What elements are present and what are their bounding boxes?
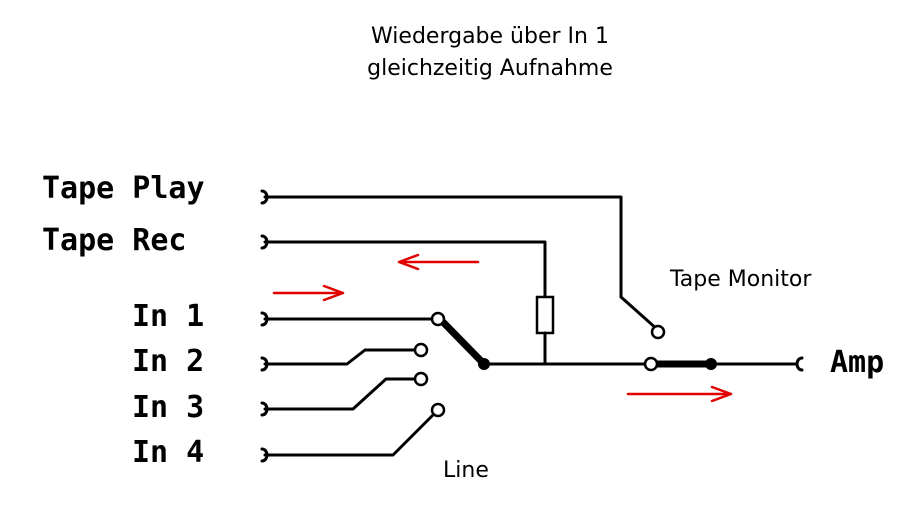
jack-amp <box>795 356 804 372</box>
wire-in2 <box>263 348 423 366</box>
contact-in2 <box>413 342 429 358</box>
label-tape-play: Tape Play <box>42 171 205 206</box>
arrow-right-in1 <box>272 284 345 302</box>
jack-in1 <box>260 311 269 327</box>
label-tape-rec: Tape Rec <box>42 223 187 258</box>
wire-in3 <box>263 377 423 411</box>
arrow-left-tape-rec <box>397 253 480 271</box>
jack-in2 <box>260 356 269 372</box>
wire-in4 <box>263 408 440 457</box>
label-in3: In 3 <box>132 390 204 425</box>
contact-in4 <box>430 402 446 418</box>
arrow-right-amp <box>626 385 733 403</box>
wire-tape-play <box>263 195 660 332</box>
diagram-title-line-2: gleichzeitig Aufnahme <box>367 56 613 81</box>
jack-in3 <box>260 401 269 417</box>
label-in4: In 4 <box>132 435 204 470</box>
diagram-title-line-1: Wiedergabe über In 1 <box>371 24 609 49</box>
contact-in3 <box>413 371 429 387</box>
tape-monitor-pivot <box>705 358 717 370</box>
resistor <box>535 295 555 335</box>
label-amp: Amp <box>830 345 884 380</box>
label-in2: In 2 <box>132 344 204 379</box>
line-selector-lever <box>436 315 488 368</box>
jack-in4 <box>260 447 269 463</box>
label-in1: In 1 <box>132 299 204 334</box>
wire-tape-rec <box>263 240 547 299</box>
contact-tape-play <box>650 324 666 340</box>
contact-source <box>643 356 659 372</box>
label-line: Line <box>443 458 489 483</box>
jack-tape-play <box>260 189 269 205</box>
contact-in1 <box>430 311 446 327</box>
label-tape-monitor: Tape Monitor <box>669 267 812 292</box>
jack-tape-rec <box>260 234 269 250</box>
line-selector-pivot <box>478 358 490 370</box>
